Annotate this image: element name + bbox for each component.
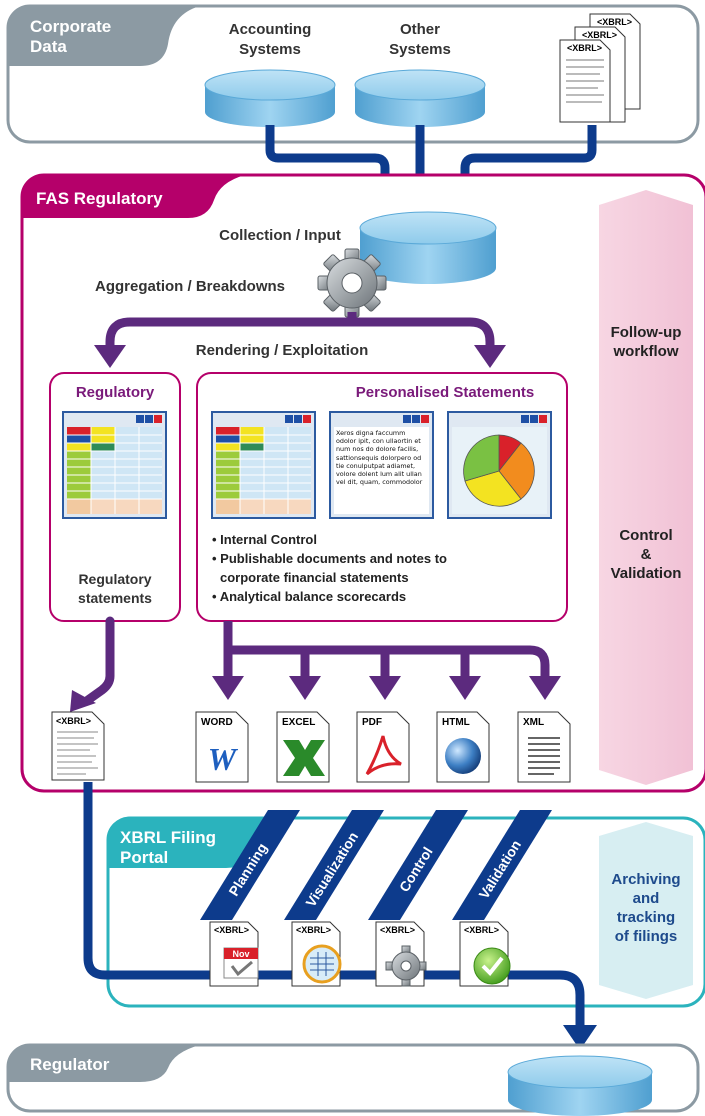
- word-export-label: WORD: [201, 717, 233, 728]
- regulator-tab: [8, 1045, 200, 1082]
- pdf-export-label: PDF: [362, 717, 382, 728]
- regulator-title: Regulator: [30, 1055, 110, 1074]
- fas-regulatory-tab: [22, 175, 245, 218]
- xbrl-filing-portal-section: XBRL Filing Portal Archiving and trackin…: [83, 782, 705, 1050]
- regulator-arrowhead: [563, 1025, 597, 1050]
- xml-export-label: XML: [523, 717, 544, 728]
- portal-title-1: XBRL Filing: [120, 828, 216, 847]
- fas-regulatory-title: FAS Regulatory: [36, 189, 163, 208]
- portal-title-2: Portal: [120, 848, 168, 867]
- text-document-window-icon: Xeros digna faccumm odolor ipit, con ull…: [329, 411, 434, 519]
- regulator-database-icon: [507, 1055, 653, 1116]
- export-arrows: [223, 621, 550, 680]
- xbrl-documents-stack-icon: <XBRL> <XBRL> <XBRL>: [559, 13, 641, 123]
- svg-text:<XBRL>: <XBRL>: [582, 30, 617, 40]
- regulatory-title: Regulatory: [76, 384, 155, 401]
- corporate-data-frame: [6, 4, 700, 144]
- regulatory-table-window-icon: [62, 411, 167, 519]
- personalised-table-window-icon: [211, 411, 316, 519]
- validation-document-icon: <XBRL>: [459, 921, 511, 987]
- archiving-panel: Archiving and tracking of filings: [599, 822, 693, 999]
- visualization-xbrl-tag: <XBRL>: [296, 925, 331, 935]
- corporate-data-title-1: Corporate: [30, 17, 111, 36]
- archiving-label-2: and: [633, 890, 660, 907]
- control-document-icon: <XBRL>: [375, 921, 427, 987]
- svg-text:<XBRL>: <XBRL>: [567, 43, 602, 53]
- other-systems-label-1: Other: [400, 21, 440, 38]
- followup-side-panel: Follow-up workflow Control & Validation: [599, 190, 693, 785]
- xml-export-icon: XML: [517, 711, 571, 783]
- regulatory-caption-1: Regulatory: [78, 571, 151, 587]
- collection-database-icon: [359, 211, 497, 284]
- aggregation-label: Aggregation / Breakdowns: [95, 278, 285, 295]
- collection-input-label: Collection / Input: [219, 227, 341, 244]
- rendering-label: Rendering / Exploitation: [196, 342, 369, 359]
- bullet-analytical-scorecards: • Analytical balance scorecards: [212, 589, 406, 604]
- html-export-icon: HTML: [436, 711, 490, 783]
- pdf-export-icon: PDF: [356, 711, 410, 783]
- svg-text:<XBRL>: <XBRL>: [597, 17, 632, 27]
- personalised-title: Personalised Statements: [356, 384, 534, 401]
- followup-label-1: Follow-up: [611, 324, 682, 341]
- excel-export-icon: EXCEL: [276, 711, 330, 783]
- other-systems-label-2: Systems: [389, 41, 451, 58]
- calendar-month: Nov: [232, 949, 249, 959]
- regulatory-xbrl-tag: <XBRL>: [56, 716, 91, 726]
- accounting-systems-label-2: Systems: [239, 41, 301, 58]
- other-database-icon: [354, 69, 486, 127]
- corporate-data-section: Corporate Data Accounting Systems Other …: [6, 4, 700, 144]
- control-xbrl-tag: <XBRL>: [380, 925, 415, 935]
- visualization-document-icon: <XBRL>: [291, 921, 342, 987]
- archiving-label-4: of filings: [615, 928, 678, 945]
- bullet-publishable-documents: • Publishable documents and notes to: [212, 551, 447, 566]
- excel-export-label: EXCEL: [282, 717, 315, 728]
- aggregation-gear-icon: [317, 248, 387, 318]
- control-label-3: Validation: [611, 565, 682, 582]
- followup-label-2: workflow: [612, 343, 678, 360]
- rendering-split-arrows: [105, 312, 495, 350]
- planning-xbrl-tag: <XBRL>: [214, 925, 249, 935]
- rendering-arrowheads: [94, 345, 506, 368]
- corporate-data-title-2: Data: [30, 37, 67, 56]
- regulatory-down-arrow: [70, 616, 115, 712]
- control-label-2: &: [641, 546, 652, 563]
- svg-text:W: W: [208, 741, 239, 777]
- corporate-data-tab: [8, 6, 200, 66]
- bullet-internal-control: • Internal Control: [212, 532, 317, 547]
- bullet-publishable-documents-cont: corporate financial statements: [220, 570, 409, 585]
- archiving-label-1: Archiving: [611, 871, 680, 888]
- validation-xbrl-tag: <XBRL>: [464, 925, 499, 935]
- regulatory-caption-2: statements: [78, 590, 152, 606]
- pie-chart-window-icon: [447, 411, 552, 519]
- sample-document-text: Xeros digna faccumm odolor ipit, con ull…: [336, 429, 423, 487]
- fas-regulatory-section: FAS Regulatory Follow-up workflow Contro…: [20, 173, 705, 793]
- archiving-label-3: tracking: [617, 909, 675, 926]
- regulator-section: Regulator: [6, 1043, 700, 1116]
- accounting-systems-label-1: Accounting: [229, 21, 312, 38]
- regulatory-xbrl-document-icon: <XBRL>: [51, 711, 105, 781]
- html-export-label: HTML: [442, 717, 470, 728]
- accounting-database-icon: [204, 69, 336, 127]
- planning-document-icon: <XBRL> Nov: [209, 921, 259, 987]
- control-label-1: Control: [619, 527, 672, 544]
- export-arrowheads: [212, 676, 561, 700]
- word-export-icon: WORD W: [195, 711, 249, 783]
